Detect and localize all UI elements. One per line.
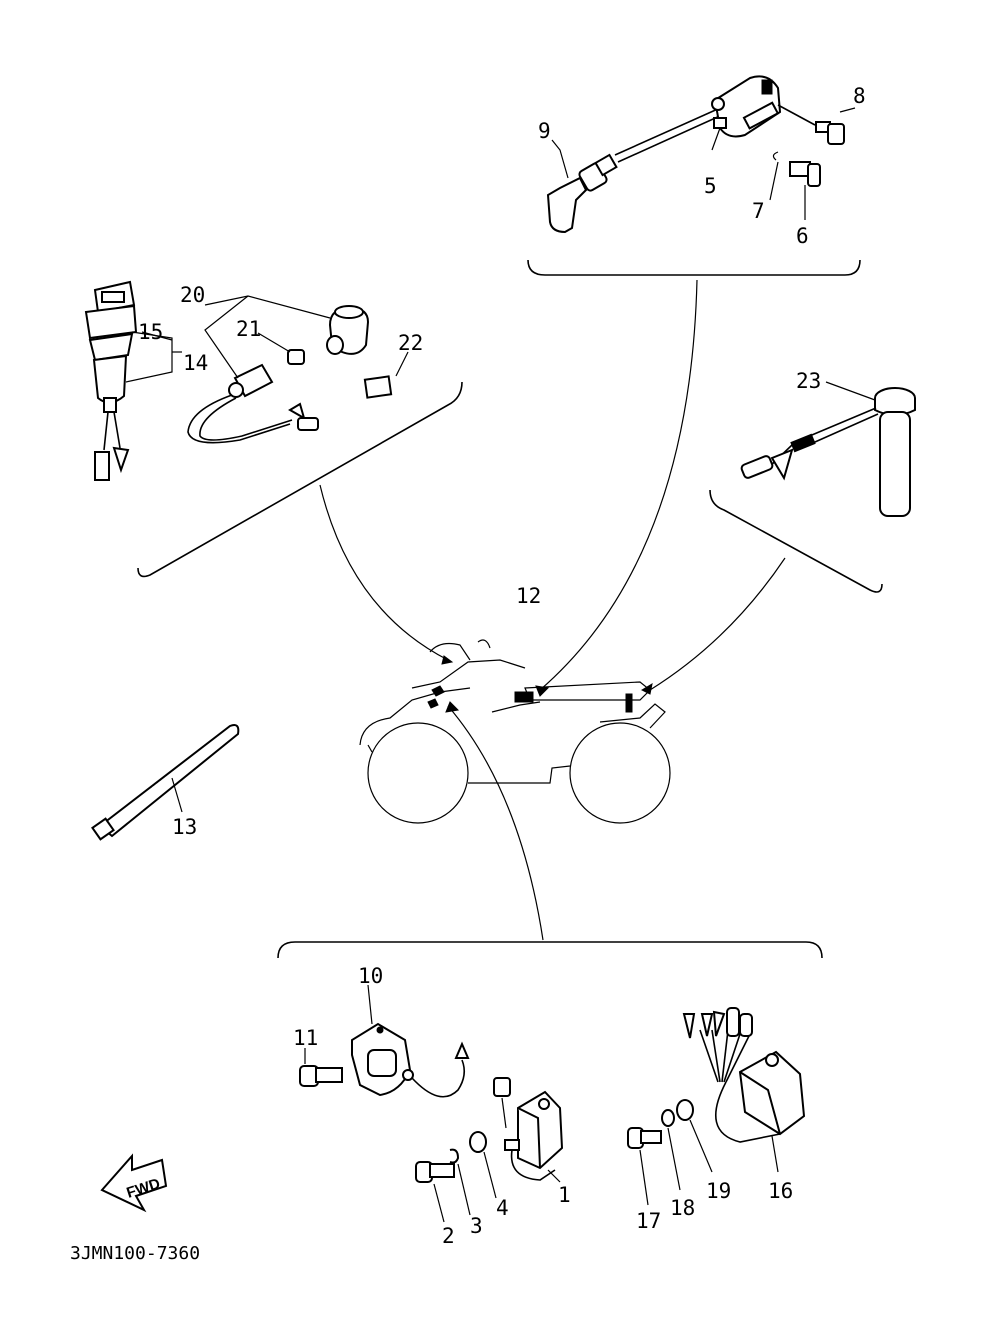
callout-18: 18	[670, 1196, 695, 1220]
bracket-top-right	[527, 259, 861, 276]
leader-left-group	[319, 484, 449, 661]
washer-3	[449, 1148, 460, 1164]
label-plate-22	[363, 375, 393, 399]
callout-2: 2	[442, 1224, 455, 1248]
callout-10: 10	[358, 964, 383, 988]
callout-4: 4	[496, 1196, 509, 1220]
bolt-17	[627, 1127, 662, 1206]
ignition-coil-1	[493, 1077, 564, 1181]
callout-17: 17	[636, 1209, 661, 1233]
callout-20: 20	[180, 283, 205, 307]
vehicle-outline	[359, 639, 671, 824]
callout-7: 7	[752, 199, 765, 223]
leader-bottom-group	[447, 705, 544, 941]
coupler-20	[326, 305, 370, 355]
diagram-code: 3JMN100-7360	[70, 1243, 200, 1264]
bolt-2	[415, 1161, 455, 1223]
high-tension-cable	[614, 107, 721, 156]
washer-7	[772, 151, 779, 161]
ignition-coil-top	[711, 75, 782, 138]
washer-19	[676, 1099, 694, 1121]
spark-plug-cap	[546, 153, 618, 234]
ignition-coil-16	[682, 1007, 806, 1143]
callout-14: 14	[183, 351, 208, 375]
callout-21: 21	[236, 317, 261, 341]
washer-4	[469, 1131, 487, 1153]
leader-top-group	[539, 279, 698, 691]
bracket-left	[137, 381, 463, 578]
bolt-8	[777, 104, 845, 145]
callout-9: 9	[538, 119, 551, 143]
ignitor-unit	[351, 1022, 470, 1098]
callout-8: 8	[853, 84, 866, 108]
callout-11: 11	[293, 1026, 318, 1050]
callout-19: 19	[706, 1179, 731, 1203]
cable-tie	[91, 724, 240, 841]
callout-15: 15	[138, 320, 163, 344]
bracket-right	[709, 489, 883, 593]
bolt-11	[299, 1048, 343, 1087]
washer-18	[661, 1109, 675, 1127]
sender-unit	[740, 387, 916, 517]
bracket-bottom	[277, 941, 823, 959]
callout-16: 16	[768, 1179, 793, 1203]
callout-13: 13	[172, 815, 197, 839]
callout-3: 3	[470, 1214, 483, 1238]
lead-wire-kit	[187, 349, 319, 444]
fwd-arrow-icon: FWD	[100, 1153, 168, 1213]
callout-22: 22	[398, 331, 423, 355]
callout-23: 23	[796, 369, 821, 393]
callout-5: 5	[704, 174, 717, 198]
main-switch	[84, 280, 138, 481]
callout-1: 1	[558, 1183, 571, 1207]
high-tension-cable-2	[617, 114, 723, 163]
bolt-6	[789, 161, 821, 187]
callout-6: 6	[796, 224, 809, 248]
callout-12: 12	[516, 584, 541, 608]
leader-right-group	[649, 557, 786, 691]
